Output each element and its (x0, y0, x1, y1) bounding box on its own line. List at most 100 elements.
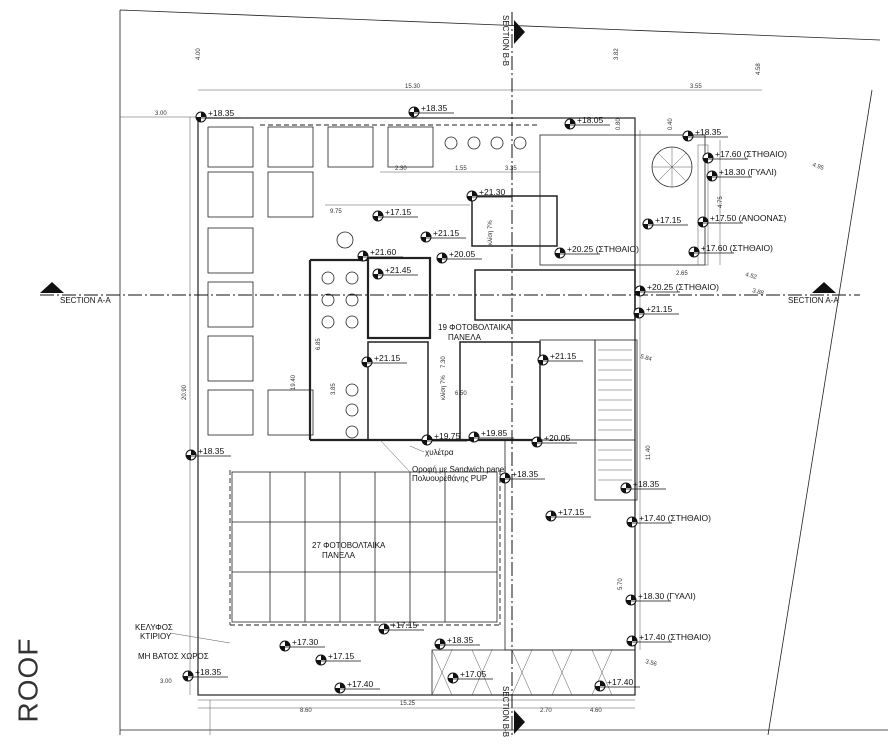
pv-array-27 (231, 471, 498, 623)
level-label: +21.30 (479, 187, 506, 197)
pv-19-label: 19 ΦΟΤΟΒΟΛΤΑΙΚΑ (438, 323, 512, 332)
dimension-label: 6.85 (316, 338, 322, 350)
level-marker: +17.15 (545, 507, 591, 522)
level-marker: +18.05 (564, 115, 610, 130)
level-marker: +17.60 (ΣΤΗΘΑΙΟ) (702, 149, 787, 164)
dimension-label: 3.56 (644, 659, 657, 668)
level-label: +17.60 (ΣΤΗΘΑΙΟ) (715, 149, 787, 159)
level-label: +17.30 (292, 637, 319, 647)
level-label: +20.05 (449, 249, 476, 259)
non-walkable-label: ΜΗ ΒΑΤΟΣ ΧΩΡΟΣ (138, 652, 209, 661)
skylight (366, 256, 432, 340)
shell-label: ΚΕΛΥΦΟΣ (135, 623, 173, 632)
level-label: +17.15 (328, 651, 355, 661)
level-marker: +21.60 (357, 247, 403, 262)
section-a-a-left: SECTION A-A (60, 296, 111, 305)
slope-label: κλίση 7% (441, 375, 447, 400)
roof-note: Οροφή με Sandwich panel (412, 465, 506, 474)
level-label: +19.75 (434, 431, 461, 441)
pv-array-19-right (459, 341, 541, 441)
level-marker: +20.25 (ΣΤΗΘΑΙΟ) (554, 244, 639, 259)
level-label: +17.40 (ΣΤΗΘΑΙΟ) (639, 632, 711, 642)
level-label: +18.35 (633, 479, 660, 489)
dimension-label: 4.95 (811, 162, 825, 172)
dimension-label: 2.30 (395, 166, 407, 172)
dimension-label: 11.40 (646, 445, 652, 460)
dimension-label: 5.70 (618, 578, 624, 590)
dimension-label: 3.00 (155, 111, 167, 117)
level-label: +21.15 (550, 351, 577, 361)
pv-19-label-2: ΠΑΝΕΛΑ (448, 333, 482, 342)
dimension-label: 15.30 (405, 84, 421, 90)
level-marker: +18.35 (195, 108, 241, 123)
dimension-label: 6.50 (455, 391, 467, 397)
dimension-label: 3.35 (505, 166, 517, 172)
level-label: +17.15 (655, 215, 682, 225)
dimension-label: 3.55 (690, 84, 702, 90)
level-marker: +18.35 (434, 635, 480, 650)
site-boundary (119, 9, 888, 736)
level-marker: +17.15 (315, 651, 361, 666)
level-label: +21.15 (374, 353, 401, 363)
dimension-label: 4.60 (590, 708, 602, 714)
dimension-label: 9.75 (330, 209, 342, 215)
level-marker: +17.60 (ΣΤΗΘΑΙΟ) (688, 243, 773, 258)
building-outline (197, 117, 636, 696)
level-marker: +18.35 (620, 479, 666, 494)
level-label: +21.45 (385, 265, 412, 275)
level-marker: +17.40 (ΣΤΗΘΑΙΟ) (626, 632, 711, 647)
level-marker: +17.15 (378, 620, 424, 635)
level-marker: +21.15 (633, 304, 679, 319)
dimension-label: 3.88 (751, 288, 764, 297)
pv-27-label-2: ΠΑΝΕΛΑ (322, 551, 356, 560)
level-marker: +17.05 (447, 669, 493, 684)
slope-label: κλίση 7% (488, 220, 494, 245)
hatched-strip (431, 649, 636, 696)
gutter-label: χυλέτρα (425, 448, 454, 457)
level-label: +18.35 (198, 446, 225, 456)
level-label: +18.35 (695, 127, 722, 137)
level-label: +18.35 (421, 103, 448, 113)
dimension-label: 5.84 (639, 354, 652, 363)
shell-label-2: ΚΤΙΡΙΟΥ (140, 632, 172, 641)
level-marker: +20.05 (531, 433, 577, 448)
level-label: +17.15 (385, 207, 412, 217)
level-label: +17.40 (347, 679, 374, 689)
level-label: +17.40 (607, 677, 634, 687)
level-label: +21.15 (646, 304, 673, 314)
spiral-stair (651, 146, 693, 188)
dimension-label: 0.40 (668, 118, 674, 130)
section-b-b-bottom: SECTION B-B (501, 686, 510, 737)
level-marker: +18.35 (185, 446, 231, 461)
level-marker: +18.30 (ΓΥΑΛΙ) (625, 591, 696, 606)
level-marker: +21.15 (537, 351, 583, 366)
level-label: +21.15 (433, 228, 460, 238)
level-marker: +20.25 (ΣΤΗΘΑΙΟ) (634, 282, 719, 297)
dimension-label: 1.55 (455, 166, 467, 172)
dimension-label: 2.65 (676, 271, 688, 277)
level-marker: +21.15 (420, 228, 466, 243)
level-marker: +18.35 (499, 469, 545, 484)
dimension-label: 7.30 (441, 356, 447, 368)
level-marker: +17.40 (ΣΤΗΘΑΙΟ) (626, 513, 711, 528)
terrace-top-right (539, 134, 706, 266)
dimension-label: 2.70 (540, 708, 552, 714)
dimension-label: 4.58 (756, 63, 762, 75)
level-label: +17.05 (460, 669, 487, 679)
level-label: +17.15 (558, 507, 585, 517)
level-label: +18.35 (208, 108, 235, 118)
level-marker: +21.45 (372, 265, 418, 280)
dimension-label: 4.00 (196, 48, 202, 60)
dimension-label: 4.52 (744, 272, 757, 281)
level-marker: +17.15 (372, 207, 418, 222)
pv-array-19-upper (471, 195, 558, 247)
level-label: +20.25 (ΣΤΗΘΑΙΟ) (567, 244, 639, 254)
level-marker: +20.05 (436, 249, 482, 264)
level-label: +18.35 (447, 635, 474, 645)
level-label: +20.05 (544, 433, 571, 443)
dimension-label: 3.82 (614, 48, 620, 60)
level-label: +18.35 (512, 469, 539, 479)
level-marker: +18.35 (682, 127, 728, 142)
dimension-label: 8.60 (300, 708, 312, 714)
